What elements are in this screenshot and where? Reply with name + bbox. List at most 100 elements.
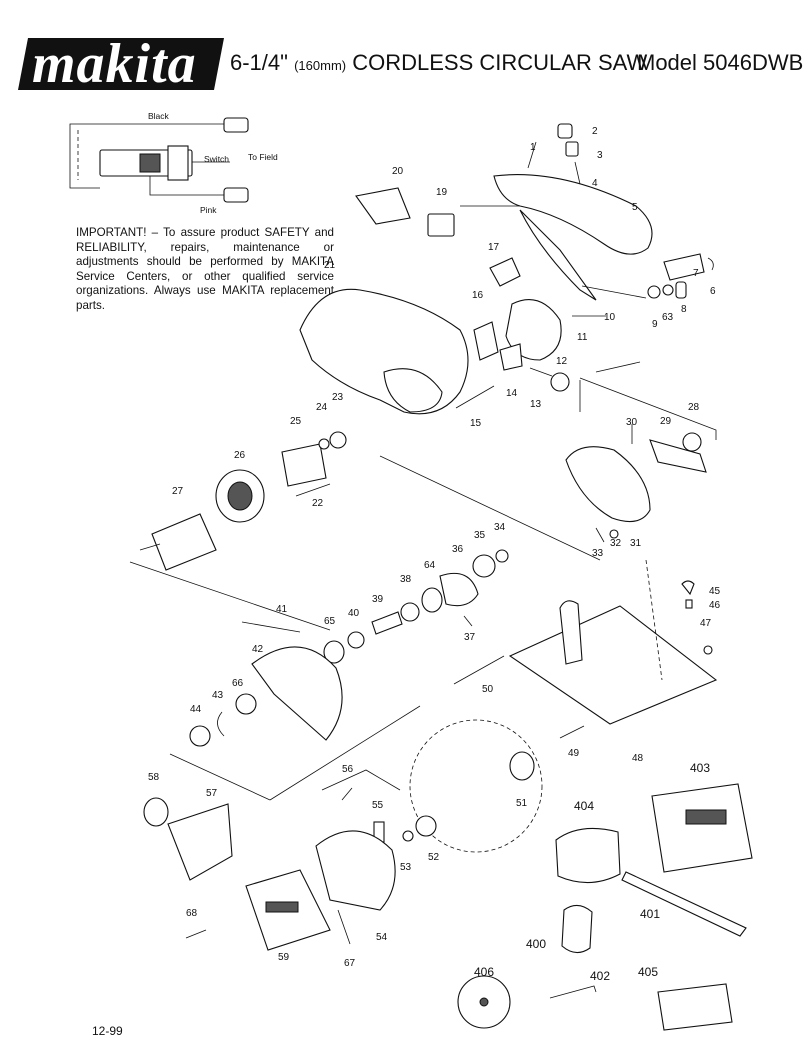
part-65-shape [323,640,345,664]
label-part-6: 6 [710,286,716,297]
label-part-27: 27 [172,486,184,497]
title-product: CORDLESS CIRCULAR SAW [352,50,648,75]
part-21-housing-shape [299,288,469,415]
part-9-shape [647,285,661,299]
label-part-24: 24 [316,402,328,413]
label-part-37: 37 [464,632,476,643]
label-part-58: 58 [148,772,160,783]
label-part-68: 68 [186,908,198,919]
label-part-406: 406 [474,965,494,979]
part-405-charger-shape [657,983,733,1031]
label-part-39: 39 [372,594,384,605]
part-44-shape [189,725,211,747]
label-part-54: 54 [376,932,388,943]
to-field-label: To Field [248,152,278,162]
part-3-shape [565,141,579,157]
part-24-shape [318,438,330,450]
label-part-59: 59 [278,952,290,963]
label-part-404: 404 [574,799,594,813]
label-part-34: 34 [494,522,506,533]
part-402-wrench-shape [549,985,597,999]
label-part-5: 5 [632,202,638,213]
label-part-45: 45 [709,586,721,597]
label-part-49: 49 [568,748,580,759]
label-part-50: 50 [482,684,494,695]
part-401-shape [621,871,747,937]
label-part-38: 38 [400,574,412,585]
part-45-shape [681,580,695,596]
label-part-8: 8 [681,304,687,315]
label-part-35: 35 [474,530,486,541]
safety-notice: IMPORTANT! – To assure product SAFETY an… [76,226,334,312]
makita-logo: makita [18,38,224,90]
part-28-shape [682,432,702,452]
part-36-shape [439,572,479,607]
base-assembly [453,559,718,739]
label-part-22: 22 [312,498,324,509]
wire-black-label: Black [148,111,170,121]
label-part-9: 9 [652,319,658,330]
part-51-shape [509,751,535,781]
part-2-shape [557,123,573,139]
label-part-66: 66 [232,678,244,689]
label-part-12: 12 [556,356,568,367]
handle-assembly [355,123,714,409]
part-14-shape [499,343,523,371]
part-29-shape [649,439,707,473]
label-part-405: 405 [638,965,658,979]
part-19-shape [427,213,455,237]
label-part-53: 53 [400,862,412,873]
label-part-4: 4 [592,178,598,189]
spindle-assembly [241,549,509,664]
label-part-57: 57 [206,788,218,799]
label-part-40: 40 [348,608,360,619]
part-43-shape [217,711,225,737]
label-part-11: 11 [577,332,588,343]
part-42-shape [251,646,343,741]
part-52-shape [415,815,437,837]
blade-guard-assembly [169,646,421,801]
label-part-403: 403 [690,761,710,775]
label-part-2: 2 [592,126,598,137]
label-part-44: 44 [190,704,202,715]
part-54-shape [315,830,396,911]
wiring-diagram: Black Switch To Field Pink [69,111,278,215]
label-part-400: 400 [526,937,546,951]
part-400-shape [561,904,593,954]
title-metric: (160mm) [294,58,347,73]
label-part-55: 55 [372,800,384,811]
wire-pink-label: Pink [200,205,217,215]
revision-date: 12-99 [92,1024,123,1038]
label-part-3: 3 [597,150,603,161]
label-part-32: 32 [610,538,622,549]
part-64-shape [421,587,443,613]
page-title: 6-1/4" (160mm) CORDLESS CIRCULAR SAW [230,50,647,76]
armature-row [129,431,601,631]
label-part-36: 36 [452,544,464,555]
switch-label: Switch [204,154,229,164]
label-part-402: 402 [590,969,610,983]
title-size: 6-1/4" [230,50,288,75]
part-number-labels: 2 3 1 4 5 20 19 17 21 16 10 11 9 63 8 7 … [148,126,721,983]
part-40-shape [347,631,365,649]
lower-guard-assembly [143,769,437,951]
part-48-base-shape [508,605,718,725]
part-27-armature-shape [151,513,217,571]
part-404-battery-shape [555,827,621,884]
label-part-31: 31 [630,538,642,549]
part-7-shape [663,253,705,281]
part-31-shape [565,446,651,523]
label-part-13: 13 [530,399,542,410]
label-part-23: 23 [332,392,344,403]
label-part-43: 43 [212,690,224,701]
part-20-shape [355,187,411,225]
label-part-20: 20 [392,166,404,177]
saw-blade-outline [409,719,543,853]
gear-housing-assembly [565,377,717,543]
part-58-shape [143,797,169,827]
part-12-shape [550,372,570,392]
label-part-51: 51 [516,798,528,809]
label-part-67: 67 [344,958,356,969]
terminal-black [223,117,249,133]
